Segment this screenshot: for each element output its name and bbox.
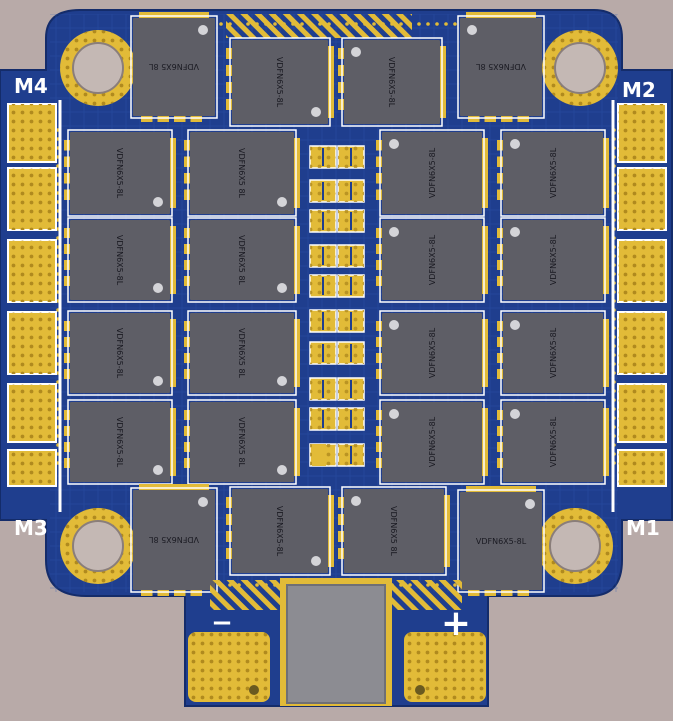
mosfet-label: VDFN6X5-8L <box>115 328 124 379</box>
mosfet-chip: VDFN6X5-8L <box>376 217 488 303</box>
mosfet-chip: VDFN6X5 8L <box>184 399 300 485</box>
mosfet-label: VDFN6X5-8L <box>549 147 558 198</box>
mosfet-chip: VDFN6X5-8L <box>64 129 176 217</box>
motor-pads <box>7 100 667 512</box>
mosfet-label: VDFN6X5-8L <box>428 234 437 285</box>
mosfet-label: VDFN6X5-8L <box>428 147 437 198</box>
passive-component-column <box>309 145 365 467</box>
mosfet-chip: VDFN6X5-8L <box>376 310 488 396</box>
mosfet-array: VDFN6X5 8L VDFN6X5-8L VDFN6X5-8L VDFN6X5 8L… <box>64 12 609 596</box>
mosfet-chip: VDFN6X5-8L <box>376 129 488 217</box>
mosfet-chip: VDFN6X5 8L <box>338 486 450 576</box>
mosfet-chip: VDFN6X5-8L <box>497 217 609 303</box>
mosfet-label: VDFN6X5 8L <box>237 417 246 468</box>
mosfet-label: VDFN6X5-8L <box>115 148 124 199</box>
mounting-hole-top-right <box>542 30 618 106</box>
mosfet-label: VDFN6X5-8L <box>115 417 124 468</box>
top-hatch-marking <box>226 14 412 38</box>
mosfet-chip: VDFN6X5 8L <box>184 310 300 396</box>
mosfet-chip: VDFN6X5-8L <box>64 399 176 485</box>
motor-label-m2: M2 <box>622 78 656 102</box>
motor-label-m4: M4 <box>14 74 48 98</box>
mosfet-label: VDFN6X5-8L <box>275 506 284 557</box>
mosfet-label: VDFN6X5-8L <box>428 416 437 467</box>
mosfet-label: VDFN6X5 8L <box>148 62 199 71</box>
mosfet-label: VDFN6X5-8L <box>549 234 558 285</box>
mosfet-chip: VDFN6X5-8L <box>497 399 609 485</box>
mosfet-chip: VDFN6X5 8L <box>130 484 218 596</box>
mosfet-label: VDFN6X5-8L <box>115 235 124 286</box>
mosfet-chip: VDFN6X5-8L <box>64 217 176 303</box>
mosfet-chip: VDFN6X5-8L <box>376 399 488 485</box>
mounting-hole-bottom-right <box>537 508 613 584</box>
mosfet-chip: VDFN6X5 8L <box>184 217 300 303</box>
mosfet-label: VDFN6X5 8L <box>389 506 398 557</box>
negative-terminal-label: − <box>211 608 233 638</box>
mosfet-chip: VDFN6X5-8L <box>226 486 334 576</box>
mosfet-chip: VDFN6X5 8L <box>184 129 300 217</box>
mosfet-chip: VDFN6X5-8L <box>457 486 545 596</box>
mosfet-label: VDFN6X5-8L <box>549 327 558 378</box>
mosfet-label: VDFN6X5-8L <box>387 57 396 108</box>
capacitor-shield <box>286 584 386 704</box>
mosfet-label: VDFN6X5-8L <box>275 57 284 108</box>
mounting-hole-bottom-left <box>60 508 136 584</box>
mosfet-label: VDFN6X5 8L <box>237 235 246 286</box>
mosfet-chip: VDFN6X5-8L <box>226 37 334 127</box>
mosfet-label: VDFN6X5 8L <box>148 535 199 544</box>
mosfet-label: VDFN6X5-8L <box>476 537 527 546</box>
mosfet-chip: VDFN6X5-8L <box>338 37 446 127</box>
mosfet-label: VDFN6X5-8L <box>428 327 437 378</box>
mosfet-chip: VDFN6X5-8L <box>64 310 176 396</box>
positive-terminal-label: + <box>441 603 471 644</box>
mosfet-label: VDFN6X5 8L <box>475 62 526 71</box>
mosfet-label: VDFN6X5-8L <box>549 416 558 467</box>
power-input-area: − + <box>188 578 486 706</box>
mosfet-chip: VDFN6X5 8L <box>130 12 218 122</box>
mosfet-chip: VDFN6X5 8L <box>457 12 545 122</box>
mosfet-chip: VDFN6X5-8L <box>497 310 609 396</box>
mosfet-label: VDFN6X5 8L <box>237 328 246 379</box>
mosfet-label: VDFN6X5 8L <box>237 148 246 199</box>
motor-label-m3: M3 <box>14 516 48 540</box>
mosfet-chip: VDFN6X5-8L <box>497 129 609 217</box>
mounting-hole-top-left <box>60 30 136 106</box>
motor-label-m1: M1 <box>626 516 660 540</box>
